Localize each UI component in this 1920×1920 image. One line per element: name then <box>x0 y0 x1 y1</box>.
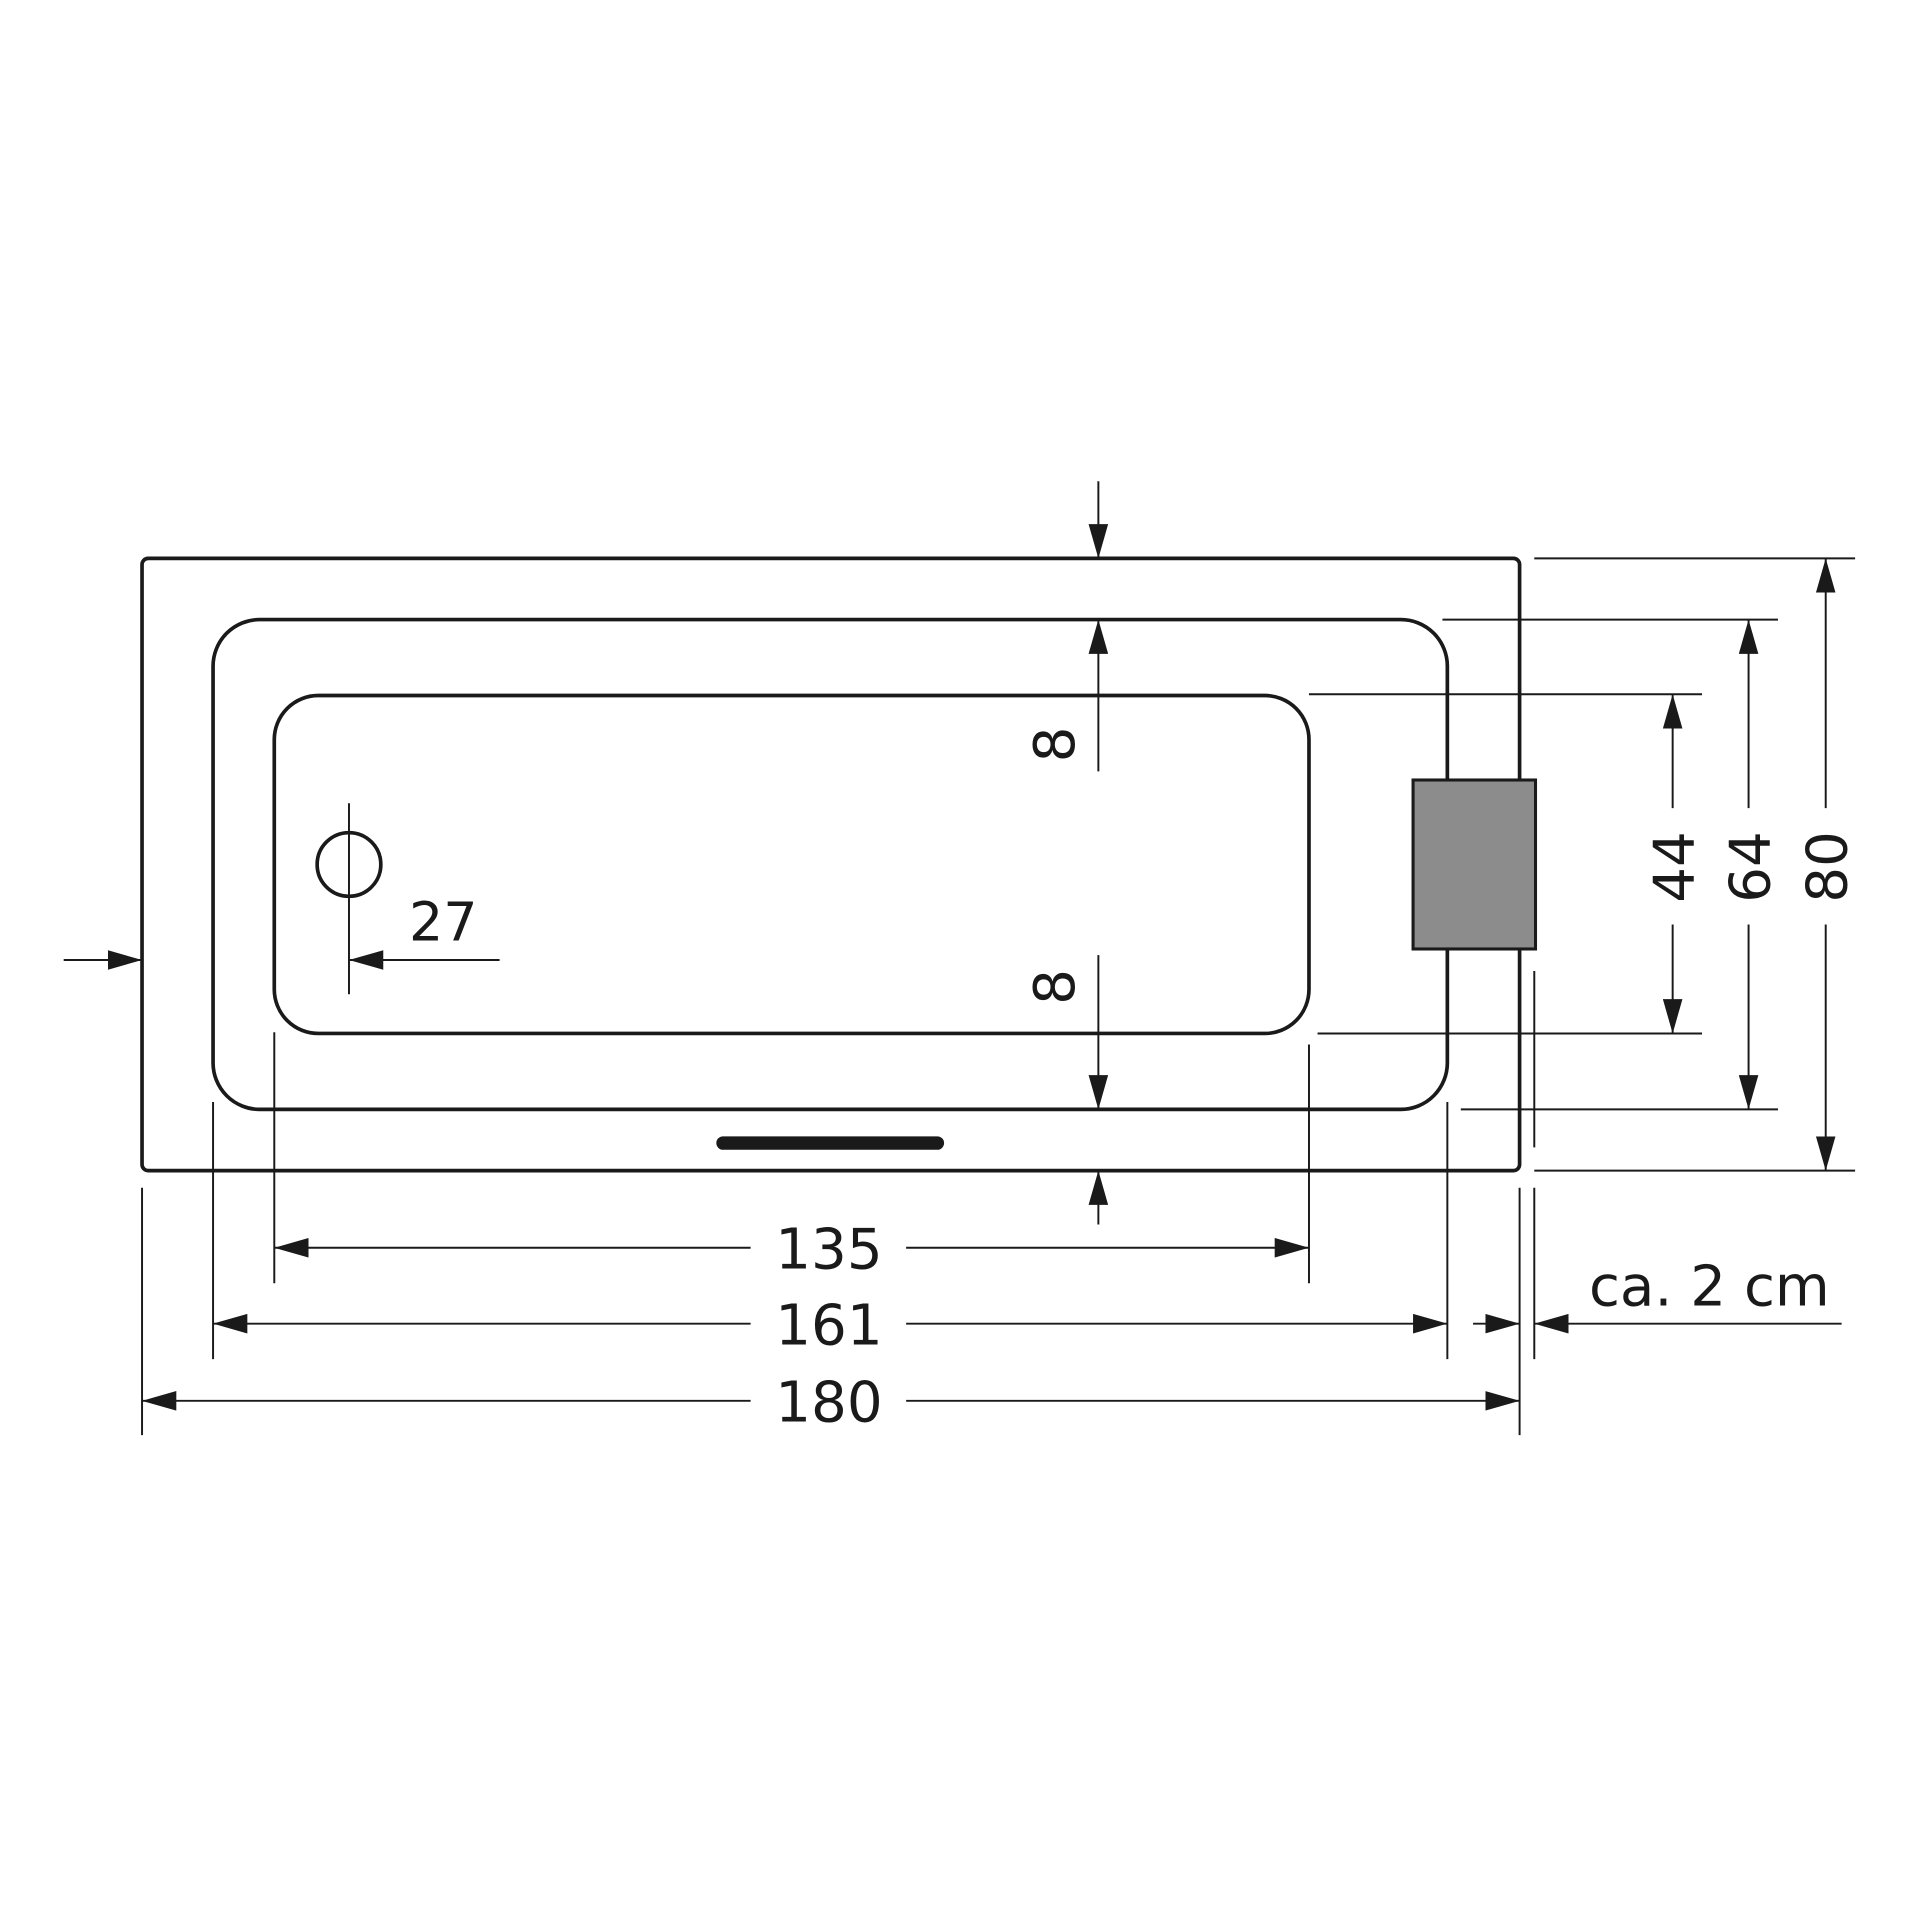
width-outer-label: 80 <box>1796 831 1861 903</box>
gap-label: ca. 2 cm <box>1589 1254 1830 1319</box>
length-inner-label: 135 <box>775 1218 882 1283</box>
length-outer-label: 180 <box>775 1371 882 1436</box>
length-middle-label: 161 <box>775 1293 882 1358</box>
drain-offset-label: 27 <box>409 890 478 953</box>
tub-inner-basin <box>272 693 1311 1036</box>
control-box <box>1411 778 1538 951</box>
overflow-slot <box>716 1136 945 1150</box>
width-middle-label: 64 <box>1718 831 1783 903</box>
tub-middle-edge <box>211 617 1450 1112</box>
rim-bottom-label: 8 <box>1023 969 1088 1005</box>
rim-top-label: 8 <box>1023 727 1088 763</box>
right-extension-lines <box>1308 557 1856 1172</box>
width-inner-label: 44 <box>1642 831 1707 903</box>
